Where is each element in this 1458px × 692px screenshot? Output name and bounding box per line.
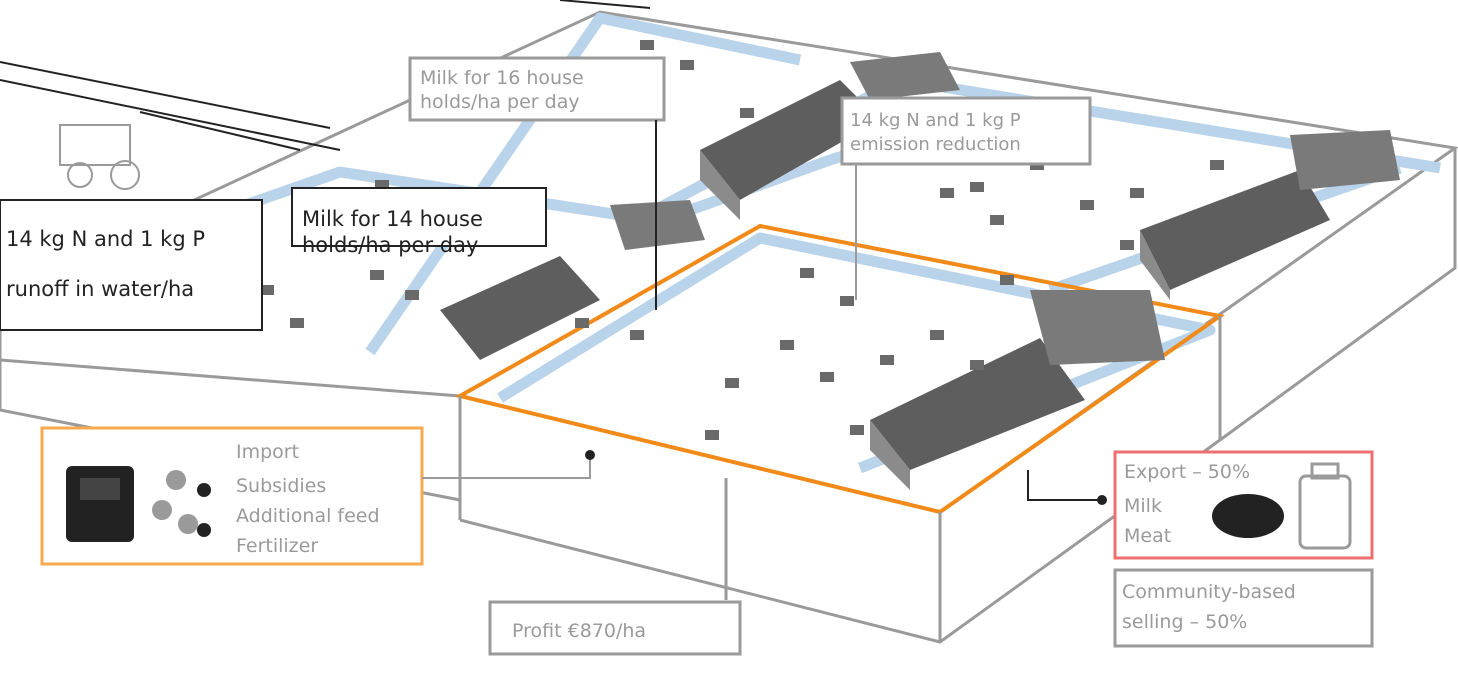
farm-block [454, 223, 1226, 644]
tractor-icon [59, 124, 140, 190]
cow-icon [800, 268, 814, 278]
barn-icon [700, 52, 960, 220]
cow-icon [850, 425, 864, 435]
cow-icon [840, 296, 854, 306]
cow-icon [260, 285, 274, 295]
cow-icon [1120, 240, 1134, 250]
export-title: Export – 50% [1124, 461, 1250, 483]
fertilizer-icon [152, 470, 211, 537]
cow-icon [640, 40, 654, 50]
cow-icon [940, 188, 954, 198]
cow-icon [740, 108, 754, 118]
cow-icon [1210, 160, 1224, 170]
cow-icon [680, 60, 694, 70]
export-box: Export – 50% Milk Meat [1027, 450, 1374, 560]
barn-icon [440, 200, 705, 360]
barn-icon [1140, 130, 1400, 300]
cow-icon [970, 182, 984, 192]
cow-icon [970, 360, 984, 370]
cow-icon [1080, 200, 1094, 210]
cow-icon [990, 215, 1004, 225]
import-line-feed: Additional feed [236, 505, 380, 527]
cow-icon [375, 180, 389, 190]
platform-right-side [1219, 148, 1457, 442]
cow-icon [705, 430, 719, 440]
import-line-fertilizer: Fertilizer [236, 535, 318, 557]
cow-icon [1000, 275, 1014, 285]
profit-text: Profit €870/ha [512, 620, 646, 642]
export-line-milk: Milk [1124, 495, 1162, 517]
perspective-lines [0, 0, 651, 151]
import-title: Import [236, 441, 299, 463]
import-line-subsidies: Subsidies [236, 475, 326, 497]
cow-icon [405, 290, 419, 300]
feed-bag-icon [66, 466, 134, 542]
cow-icon [1130, 188, 1144, 198]
cow-icon [780, 340, 794, 350]
cow-icon [290, 318, 304, 328]
cow-icon [370, 270, 384, 280]
meat-icon [1212, 494, 1284, 538]
import-box: Import Subsidies Additional feed Fertili… [40, 426, 595, 566]
cow-icon [630, 330, 644, 340]
cows [260, 40, 1224, 440]
cow-icon [725, 378, 739, 388]
export-line-meat: Meat [1124, 525, 1171, 547]
milk-can-icon [1298, 462, 1352, 550]
cow-icon [930, 330, 944, 340]
cow-icon [880, 355, 894, 365]
cow-icon [575, 318, 589, 328]
cow-icon [820, 372, 834, 382]
barn-icon [870, 290, 1165, 490]
profit-box: Profit €870/ha [488, 600, 742, 656]
